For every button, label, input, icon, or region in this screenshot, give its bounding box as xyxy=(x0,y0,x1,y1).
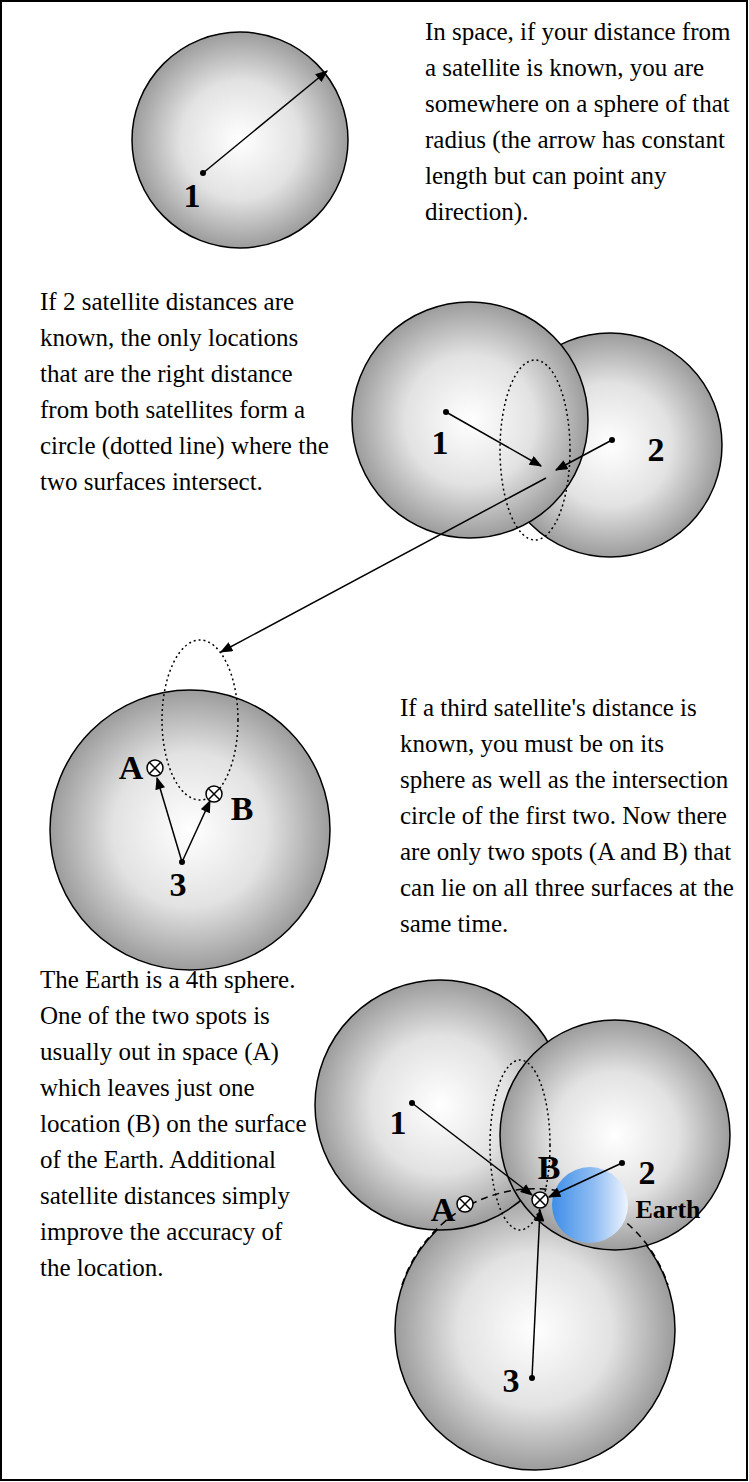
third-sphere xyxy=(50,640,330,970)
note-text: In space, if your distance from a satell… xyxy=(425,14,737,230)
spot-label: B xyxy=(231,791,254,827)
sphere-one xyxy=(132,32,348,248)
note-text: If a third satellite's distance is known… xyxy=(400,690,735,942)
satellite-number: 3 xyxy=(503,1363,520,1399)
satellite-number: 3 xyxy=(170,867,187,903)
note-text: The Earth is a 4th sphere. One of the tw… xyxy=(40,962,308,1286)
spot-label: A xyxy=(119,750,144,786)
satellite-number: 2 xyxy=(639,1155,656,1191)
satellite-number: 1 xyxy=(184,178,201,214)
satellite-number: 1 xyxy=(432,425,449,461)
satellite-number: 2 xyxy=(648,432,665,468)
two-spheres xyxy=(221,302,722,652)
satellite-number: 1 xyxy=(390,1105,407,1141)
spot-label: B xyxy=(538,1150,561,1186)
spot-label: A xyxy=(431,1192,456,1228)
note-text: If 2 satellite distances are known, the … xyxy=(40,284,340,500)
three-spheres-earth xyxy=(315,980,730,1470)
earth-label: Earth xyxy=(636,1195,701,1225)
